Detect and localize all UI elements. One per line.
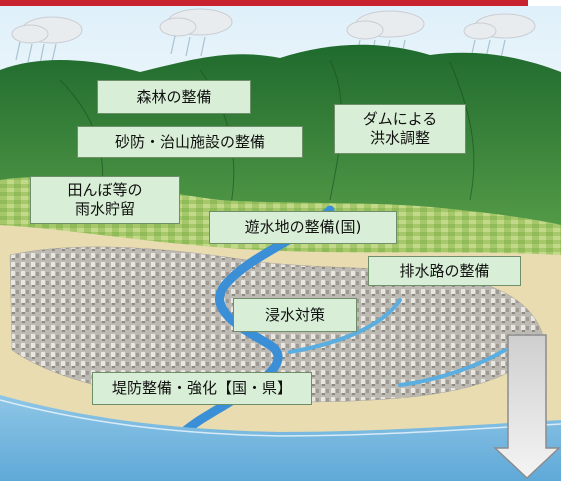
label-levee: 堤防整備・強化【国・県】 (92, 372, 312, 405)
label-sabo: 砂防・治山施設の整備 (77, 126, 303, 158)
label-forest: 森林の整備 (97, 80, 251, 114)
label-inundation: 浸水対策 (233, 298, 357, 332)
cloud-icon (11, 8, 536, 44)
sea (0, 395, 561, 481)
label-dam-line2: 洪水調整 (369, 129, 430, 147)
label-paddy: 田んぼ等の 雨水貯留 (30, 176, 180, 224)
shore (0, 399, 561, 437)
label-paddy-line2: 雨水貯留 (74, 200, 135, 218)
top-rule (0, 0, 528, 6)
river (145, 205, 335, 480)
label-drainage: 排水路の整備 (368, 256, 521, 286)
down-arrow-icon (493, 334, 561, 480)
label-dam-line1: ダムによる (362, 110, 438, 128)
label-paddy-line1: 田んぼ等の (67, 181, 143, 199)
label-dam: ダムによる 洪水調整 (334, 104, 466, 154)
label-retention: 遊水地の整備(国) (209, 211, 397, 244)
tributary (288, 298, 507, 387)
